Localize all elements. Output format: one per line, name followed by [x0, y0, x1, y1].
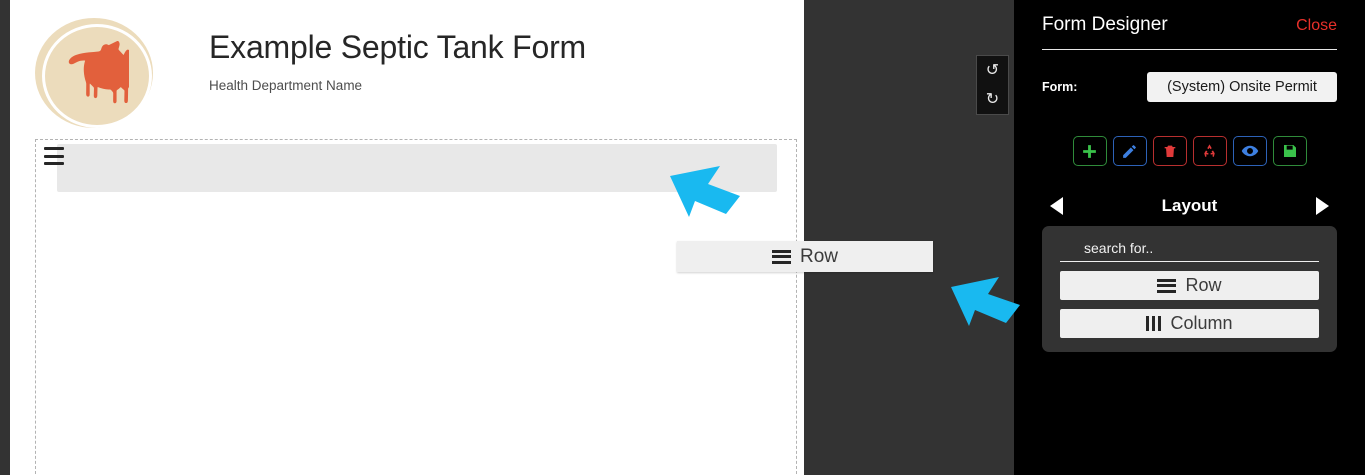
palette-section-box: Row Column: [1042, 226, 1337, 352]
dragged-row-chip[interactable]: Row: [677, 241, 933, 272]
edit-button[interactable]: [1112, 136, 1147, 166]
arrow-cursor-panel: [951, 277, 1020, 326]
save-button[interactable]: [1272, 136, 1307, 166]
form-designer-panel: Form Designer Close Form: (System) Onsit…: [1014, 0, 1365, 475]
prev-section-arrow[interactable]: [1050, 197, 1063, 215]
pencil-icon: [1123, 144, 1136, 158]
recycle-icon: [1204, 143, 1215, 157]
arrow-cursor-canvas: [670, 166, 740, 217]
page-title: Example Septic Tank Form: [209, 29, 586, 65]
form-header-text: Example Septic Tank Form Health Departme…: [209, 29, 586, 94]
palette-section-title: Layout: [1161, 196, 1218, 215]
dog-logo-icon: [35, 18, 153, 128]
search-input[interactable]: [1060, 238, 1319, 262]
dragged-row-label: Row: [799, 245, 838, 267]
form-selector-value[interactable]: (System) Onsite Permit: [1147, 72, 1337, 102]
undo-button[interactable]: ↺: [977, 62, 1008, 80]
form-selector-label: Form:: [1042, 80, 1078, 94]
palette-item-row[interactable]: Row: [1060, 271, 1319, 300]
trash-icon: [1164, 145, 1175, 157]
designer-toolbar: [1042, 136, 1337, 166]
columns-icon: [1146, 316, 1162, 331]
palette-item-row-label: Row: [1185, 275, 1222, 295]
form-header: Example Septic Tank Form Health Departme…: [10, 0, 804, 132]
form-preview-canvas: Example Septic Tank Form Health Departme…: [10, 0, 804, 475]
panel-title: Form Designer: [1042, 14, 1168, 35]
palette-item-column-label: Column: [1170, 313, 1233, 333]
close-button[interactable]: Close: [1296, 17, 1337, 34]
palette-section-nav: Layout: [1042, 196, 1337, 216]
floppy-icon: [1283, 145, 1296, 157]
bars-icon: [1157, 278, 1177, 293]
bars-handle-icon[interactable]: [44, 147, 64, 165]
redo-button[interactable]: ↻: [977, 91, 1008, 109]
bars-icon: [771, 249, 791, 264]
preview-button[interactable]: [1232, 136, 1267, 166]
form-selector-row: Form: (System) Onsite Permit: [1042, 72, 1337, 102]
next-section-arrow[interactable]: [1315, 197, 1329, 215]
panel-header: Form Designer Close: [1042, 0, 1337, 36]
dog-silhouette-icon: [68, 41, 129, 104]
row-block[interactable]: [44, 144, 777, 192]
page-subtitle: Health Department Name: [209, 78, 363, 94]
delete-button[interactable]: [1152, 136, 1187, 166]
recycle-button[interactable]: [1192, 136, 1227, 166]
palette-item-column[interactable]: Column: [1060, 309, 1319, 338]
history-toolbar: ↺ ↻: [976, 55, 1009, 115]
form-dropzone[interactable]: [35, 139, 797, 475]
eye-icon: [1241, 145, 1258, 157]
plus-icon: [1083, 144, 1096, 158]
panel-divider: [1042, 49, 1337, 50]
add-button[interactable]: [1072, 136, 1107, 166]
